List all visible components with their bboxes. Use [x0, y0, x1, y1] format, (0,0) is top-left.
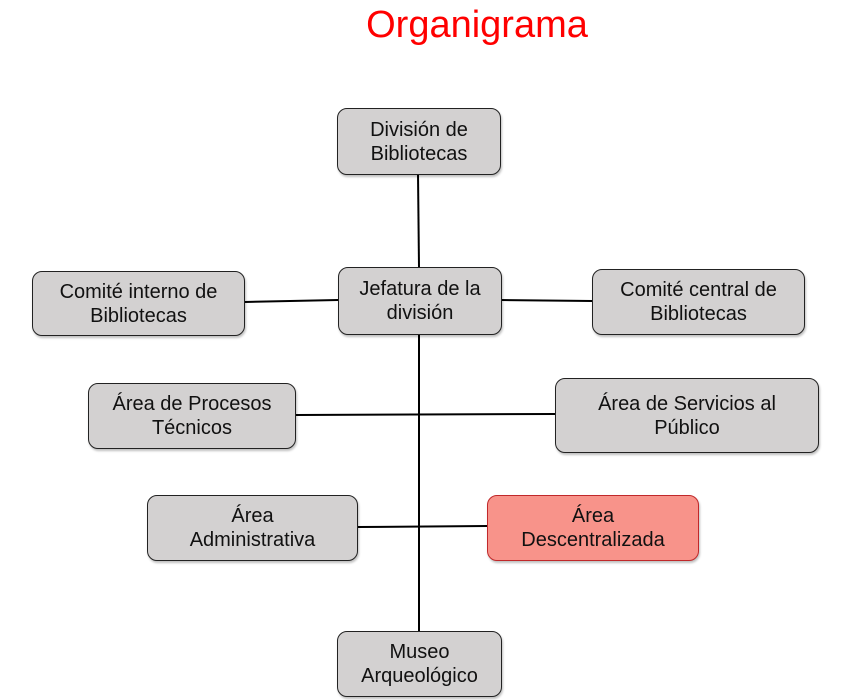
node-label: Área de Servicios al Público — [598, 392, 776, 439]
node-jefatura-division[interactable]: Jefatura de la división — [338, 267, 502, 335]
node-label: Área de Procesos Técnicos — [112, 393, 272, 439]
node-label: Área Descentralizada — [521, 505, 665, 551]
node-area-descentralizada[interactable]: Área Descentralizada — [487, 495, 699, 561]
node-division-bibliotecas[interactable]: División de Bibliotecas — [337, 108, 501, 175]
node-label: Área Administrativa — [189, 505, 316, 551]
connector-procesos-servicios — [295, 413, 556, 416]
connector-division-jefatura — [417, 173, 420, 268]
node-label: Museo Arqueológico — [361, 641, 478, 687]
node-label: División de Bibliotecas — [370, 118, 468, 165]
node-area-servicios-publico[interactable]: Área de Servicios al Público — [555, 378, 819, 453]
node-label: Comité interno de Bibliotecas — [59, 280, 218, 327]
node-comite-central[interactable]: Comité central de Bibliotecas — [592, 269, 805, 335]
node-area-administrativa[interactable]: Área Administrativa — [147, 495, 358, 561]
page-title: Organigrama — [366, 4, 588, 46]
node-area-procesos-tecnicos[interactable]: Área de Procesos Técnicos — [88, 383, 296, 449]
connector-comite-central — [500, 299, 593, 302]
node-label: Comité central de Bibliotecas — [620, 279, 777, 325]
node-label: Jefatura de la división — [359, 278, 481, 324]
node-comite-interno[interactable]: Comité interno de Bibliotecas — [32, 271, 245, 336]
connector-administrativa-descentralizada — [357, 525, 488, 528]
node-museo-arqueologico[interactable]: Museo Arqueológico — [337, 631, 502, 697]
connector-comite-interno — [244, 299, 339, 303]
